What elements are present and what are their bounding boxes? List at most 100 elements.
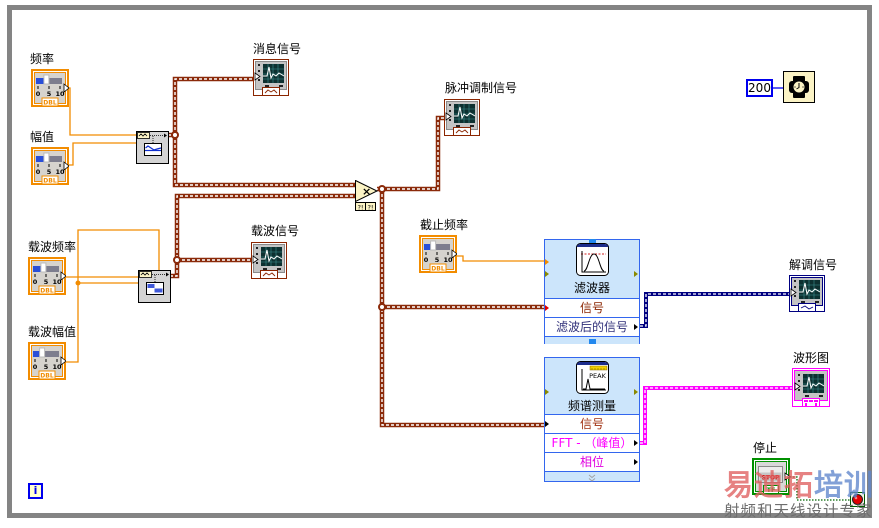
demodulated-signal-graph-indicator[interactable] — [789, 275, 825, 312]
dtype-badge: DBL — [43, 100, 57, 107]
resize-handle-top[interactable] — [589, 239, 596, 245]
output-terminal-arrow[interactable] — [634, 389, 638, 395]
filter-icon — [576, 243, 609, 279]
scale-max: 10 — [443, 256, 453, 264]
message-signal-graph-indicator[interactable] — [253, 59, 289, 96]
scale-min: 0 — [33, 278, 38, 286]
wire-fft-peak[interactable] — [640, 386, 792, 445]
while-loop-structure[interactable] — [7, 5, 872, 518]
input-terminal-arrow — [545, 305, 549, 311]
filter-signal-input-terminal[interactable]: 信号 — [545, 298, 639, 317]
output-terminal-arrow — [634, 440, 638, 446]
scale-min: 0 — [33, 363, 38, 371]
cutoff-frequency-label: 截止频率 — [420, 218, 469, 232]
dtype-badge: DBL — [431, 266, 445, 273]
input-terminal-arrow[interactable] — [545, 271, 549, 277]
dtype-badge: DBL — [43, 178, 57, 185]
scale-mid: 5 — [47, 90, 52, 98]
wire-amplitude[interactable] — [69, 142, 136, 166]
multiply-function[interactable]: × ?! ?! — [355, 180, 379, 212]
stop-button-text: STOP — [762, 475, 781, 482]
carrier-signal-graph-indicator[interactable] — [251, 242, 287, 279]
output-terminal-arrow — [634, 459, 638, 465]
wire-carrier-amplitude[interactable] — [66, 229, 160, 363]
expand-terminals-handle[interactable] — [545, 471, 639, 482]
waveform-graph-indicator[interactable] — [792, 368, 830, 407]
pwm-signal-label: 脉冲调制信号 — [445, 81, 518, 95]
wire-filtered-signal[interactable] — [640, 292, 789, 328]
spectral-phase-terminal[interactable]: 相位 — [545, 452, 639, 471]
wire-message-to-graph[interactable] — [172, 76, 253, 135]
dtype-badge: DBL — [40, 288, 54, 295]
terminal-label: 信号 — [579, 417, 604, 431]
terminal-label: 相位 — [579, 455, 604, 469]
output-terminal-arrow — [451, 249, 457, 259]
wait-ms-icon — [783, 71, 815, 103]
spectral-measurements-express-vi[interactable]: PEAK 频谱测量 信号 FFT - （峰值） 相位 — [544, 357, 640, 482]
wire-junction — [171, 131, 179, 139]
carrier-amplitude-label: 载波幅值 — [28, 325, 77, 339]
scale-max: 10 — [52, 363, 62, 371]
resize-handle-bottom[interactable] — [589, 339, 596, 344]
wire-product-to-graph[interactable] — [382, 115, 444, 192]
terminal-label: 信号 — [579, 301, 604, 315]
scale-mid: 5 — [44, 363, 49, 371]
scale-mid: 5 — [47, 168, 52, 176]
waveform-graph-label: 波形图 — [793, 351, 830, 365]
carrier-signal-label: 载波信号 — [251, 224, 300, 238]
output-terminal-arrow[interactable] — [634, 271, 638, 277]
spectral-title: 频谱测量 — [567, 399, 616, 413]
scale-min: 0 — [36, 168, 41, 176]
multiply-symbol: × — [362, 185, 371, 198]
output-terminal-arrow — [634, 324, 638, 330]
terminal-label: FFT - （峰值） — [551, 436, 633, 450]
frequency-label: 频率 — [30, 52, 55, 66]
amplitude-label: 幅值 — [30, 130, 55, 144]
carrier-frequency-label: 载波频率 — [28, 240, 77, 254]
filter-title: 滤波器 — [573, 281, 610, 295]
wire-frequency[interactable] — [69, 87, 136, 136]
sine-waveform-vi-message[interactable] — [136, 131, 169, 164]
amplitude-slider-control[interactable]: 0 5 10 DBL — [31, 147, 69, 185]
output-terminal-arrow — [63, 161, 69, 171]
scale-mid: 5 — [44, 278, 49, 286]
frequency-slider-control[interactable]: 0 5 10 DBL — [31, 69, 69, 107]
input-terminal-arrow[interactable] — [545, 389, 549, 395]
message-signal-label: 消息信号 — [253, 42, 302, 56]
input-terminal-arrow — [545, 421, 549, 427]
carrier-frequency-slider-control[interactable]: 0 5 10 DBL — [28, 257, 66, 295]
dtype-badge: TF — [767, 486, 776, 494]
sine-waveform-vi-carrier[interactable] — [138, 270, 171, 303]
cutoff-frequency-slider-control[interactable]: 0 5 10 DBL — [419, 235, 457, 273]
wire-message-to-multiply[interactable] — [172, 135, 355, 188]
carrier-amplitude-slider-control[interactable]: 0 5 10 DBL — [28, 342, 66, 380]
wire-junction — [378, 185, 386, 193]
dtype-badge: DBL — [40, 373, 54, 380]
peak-spectrum-icon: PEAK — [576, 361, 609, 397]
wire-cutoff-frequency[interactable] — [457, 255, 545, 262]
coercion-badge: ?! — [357, 204, 363, 212]
double-chevron-down-icon — [588, 474, 596, 482]
output-terminal-arrow — [784, 472, 791, 481]
loop-condition-terminal[interactable] — [850, 492, 865, 507]
stop-if-true-icon — [850, 492, 865, 507]
wait-ms-function[interactable] — [783, 71, 815, 103]
wire-stop[interactable] — [790, 476, 850, 501]
scale-max: 10 — [55, 90, 65, 98]
wire-junction — [378, 303, 386, 311]
scale-max: 10 — [52, 278, 62, 286]
filter-output-terminal[interactable]: 滤波后的信号 — [545, 317, 639, 336]
spectral-signal-input-terminal[interactable]: 信号 — [545, 414, 639, 433]
wait-ms-constant[interactable]: 200 — [746, 79, 773, 97]
output-terminal-arrow — [60, 356, 66, 366]
pwm-signal-graph-indicator[interactable] — [444, 99, 480, 136]
input-terminal-arrow[interactable] — [545, 259, 549, 265]
scale-min: 0 — [424, 256, 429, 264]
wire-junction — [75, 280, 81, 286]
stop-button-control[interactable]: STOP TF — [752, 458, 791, 495]
spectral-fft-peak-terminal[interactable]: FFT - （峰值） — [545, 433, 639, 452]
info-icon[interactable]: i — [28, 483, 43, 499]
filter-express-vi[interactable]: 滤波器 信号 滤波后的信号 — [544, 239, 640, 344]
peak-text: PEAK — [589, 372, 606, 380]
